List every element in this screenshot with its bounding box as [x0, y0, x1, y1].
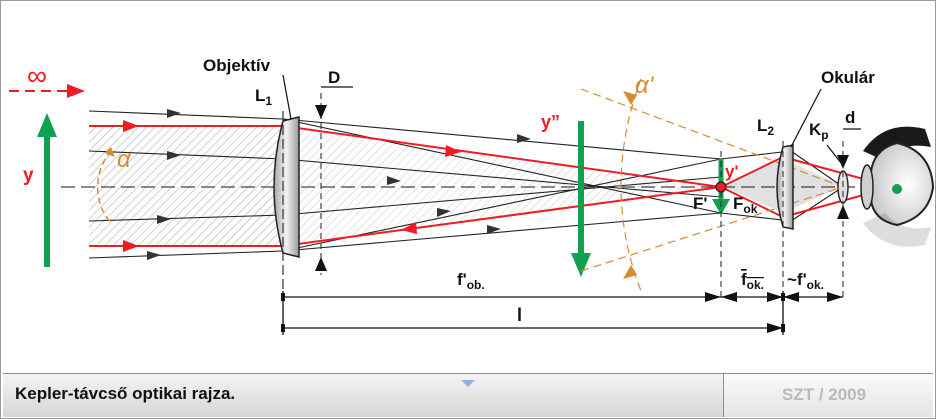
objective-label: Objektív [203, 56, 271, 75]
lens-label-L1: L1 [255, 86, 272, 108]
eyepiece-leader [790, 88, 822, 148]
expand-handle-icon[interactable] [461, 380, 475, 387]
alpha-prime-arrowhead-top [623, 91, 637, 105]
pupil-arrow-top [837, 155, 849, 169]
figure-credit: SZT / 2009 [782, 385, 867, 404]
eye-icon [860, 126, 935, 247]
label-F-prime: F' [693, 194, 707, 213]
pupil-arrow-bottom [837, 205, 849, 219]
figure-caption: Kepler-távcső optikai rajza. [15, 384, 236, 403]
focal-point [715, 181, 727, 193]
dim-label-l: l [517, 305, 522, 325]
dimension-lines [282, 291, 843, 335]
aperture-arrow-bottom [315, 257, 327, 271]
red-rays [89, 125, 894, 247]
red-ray-arrowheads [123, 120, 461, 252]
alpha-prime-label: α' [635, 72, 655, 99]
dim-label-f-ok-prime: ~f'ok. [787, 270, 824, 292]
label-y-double-prime: y” [541, 112, 560, 132]
aperture-label-D: D [328, 68, 340, 87]
eyepiece-lens [776, 144, 794, 230]
exit-pupil-leader [826, 144, 842, 164]
pupil-diameter-label-d: d [845, 108, 855, 127]
black-ray-arrowheads [147, 109, 531, 260]
alpha-arrowhead [105, 147, 115, 157]
dim-label-f-ob: f'ob. [457, 270, 485, 292]
object-arrowhead [37, 113, 57, 137]
label-F-ok: Fok [733, 194, 758, 216]
dimension-arrowheads [281, 292, 843, 333]
incoming-beam-hatch [89, 126, 283, 246]
converging-beam-hatch [283, 126, 721, 246]
objective-lens [273, 116, 300, 258]
objective-leader [282, 74, 292, 120]
kepler-telescope-diagram: ∞ y α Objektív L1 D y” [9, 56, 935, 335]
label-y-prime: y' [725, 162, 739, 181]
exit-pupil-label: Kp [809, 120, 829, 142]
infinity-symbol: ∞ [27, 60, 47, 91]
alpha-prime-lines [580, 78, 844, 292]
aperture-arrow-top [315, 105, 327, 119]
figure-footer: Kepler-távcső optikai rajza. SZT / 2009 [3, 373, 933, 417]
caption-bar: Kepler-távcső optikai rajza. [3, 373, 724, 417]
eyepiece-label: Okulár [821, 68, 875, 87]
object-label-y: y [23, 165, 34, 186]
alpha-prime-arrowhead-bottom [623, 265, 637, 279]
lens-label-L2: L2 [757, 116, 774, 138]
credit-bar: SZT / 2009 [724, 373, 933, 417]
alpha-label: α [117, 146, 132, 173]
image-arrowhead-y-double-prime [571, 253, 591, 277]
dim-label-f-ok: fok. [741, 270, 764, 292]
infinity-arrowhead [67, 84, 85, 98]
